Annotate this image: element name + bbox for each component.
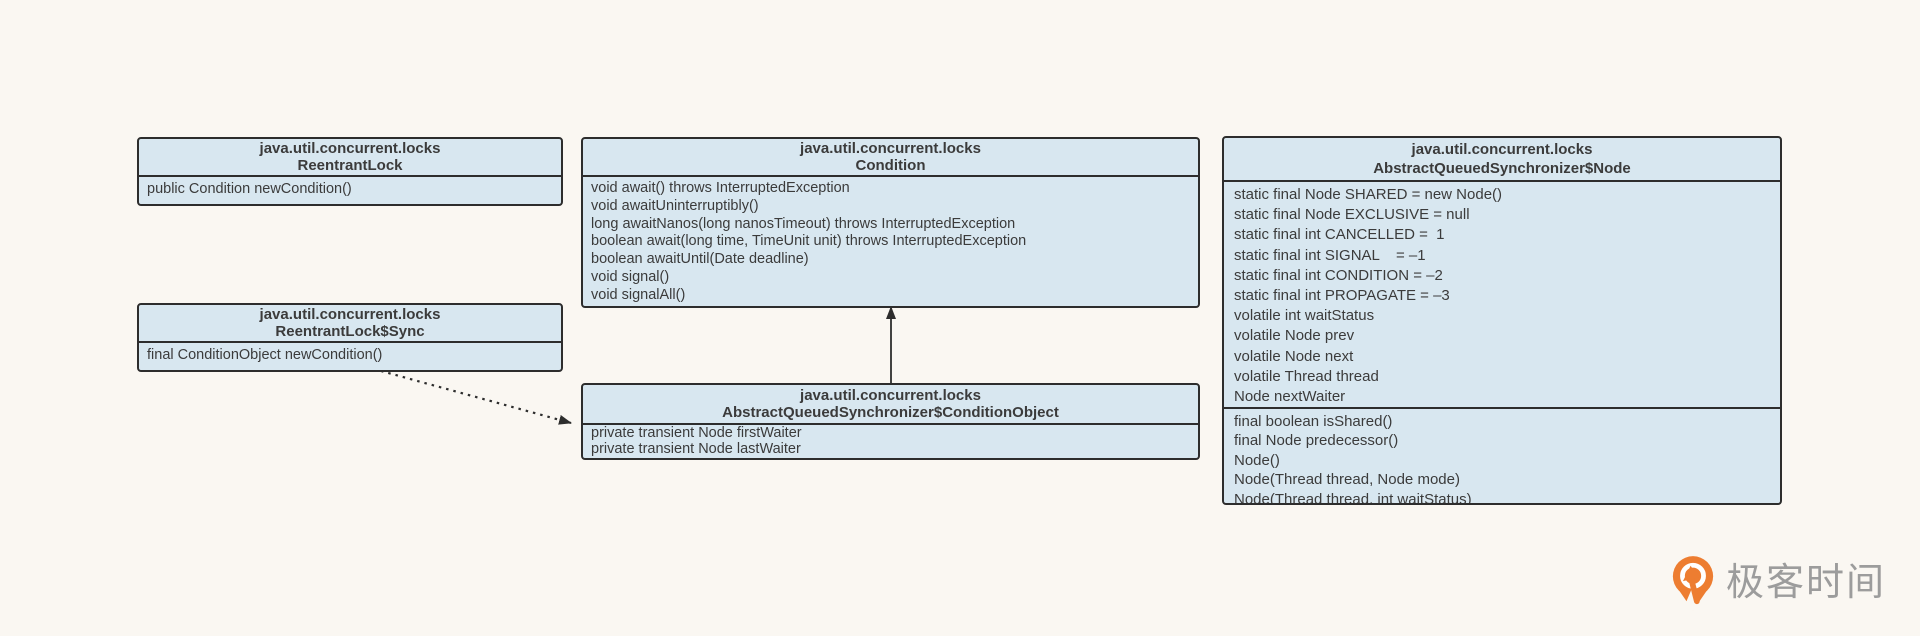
member-line: volatile int waitStatus bbox=[1234, 307, 1375, 325]
member-line: boolean awaitUntil(Date deadline) bbox=[591, 251, 809, 268]
class-members: public Condition newCondition() bbox=[139, 177, 561, 204]
class-name: AbstractQueuedSynchronizer$Node bbox=[1373, 160, 1631, 177]
member-line: static final int CANCELLED = 1 bbox=[1234, 226, 1445, 244]
class-methods: final boolean isShared() final Node prede… bbox=[1224, 407, 1780, 503]
geektime-logo: 极客时间 bbox=[1670, 554, 1886, 612]
member-line: final Node predecessor() bbox=[1234, 432, 1399, 450]
class-name: ReentrantLock$Sync bbox=[275, 323, 425, 340]
geektime-logo-text: 极客时间 bbox=[1726, 562, 1887, 604]
class-box-conditionobject: java.util.concurrent.locks AbstractQueue… bbox=[581, 383, 1200, 460]
package-name: java.util.concurrent.locks bbox=[259, 140, 441, 157]
class-header: java.util.concurrent.locks ReentrantLock bbox=[139, 139, 561, 177]
class-header: java.util.concurrent.locks AbstractQueue… bbox=[1224, 138, 1780, 182]
member-line: Node() bbox=[1234, 451, 1280, 469]
class-name: ReentrantLock bbox=[297, 157, 403, 174]
member-line: long awaitNanos(long nanosTimeout) throw… bbox=[591, 215, 1016, 232]
member-line: final ConditionObject newCondition() bbox=[147, 347, 383, 363]
member-line: Node(Thread thread, Node mode) bbox=[1234, 471, 1460, 489]
class-members: final ConditionObject newCondition() bbox=[139, 343, 561, 370]
member-line: boolean await(long time, TimeUnit unit) … bbox=[591, 233, 1027, 250]
member-line: void await() throws InterruptedException bbox=[591, 180, 850, 196]
member-line: void signal() bbox=[591, 268, 670, 285]
member-line: private transient Node firstWaiter bbox=[591, 425, 802, 441]
class-box-reentrantlock-sync: java.util.concurrent.locks ReentrantLock… bbox=[137, 303, 563, 372]
member-line: public Condition newCondition() bbox=[147, 181, 352, 197]
member-line: static final Node SHARED = new Node() bbox=[1234, 186, 1503, 203]
geektime-pin-icon bbox=[1672, 556, 1714, 611]
class-name: AbstractQueuedSynchronizer$ConditionObje… bbox=[722, 404, 1059, 421]
member-line: volatile Thread thread bbox=[1234, 367, 1379, 385]
member-line: Node nextWaiter bbox=[1234, 388, 1346, 406]
package-name: java.util.concurrent.locks bbox=[259, 306, 441, 323]
dependency-arrow-sync-to-conditionobject bbox=[380, 369, 572, 425]
member-line: static final int SIGNAL = –1 bbox=[1234, 246, 1426, 264]
member-line: volatile Node prev bbox=[1234, 327, 1355, 345]
class-box-condition: java.util.concurrent.locks Condition voi… bbox=[581, 137, 1200, 308]
package-name: java.util.concurrent.locks bbox=[800, 140, 981, 157]
package-name: java.util.concurrent.locks bbox=[800, 387, 981, 404]
class-box-node: java.util.concurrent.locks AbstractQueue… bbox=[1222, 136, 1782, 505]
package-name: java.util.concurrent.locks bbox=[1411, 141, 1593, 158]
member-line: static final int PROPAGATE = –3 bbox=[1234, 287, 1450, 305]
class-header: java.util.concurrent.locks AbstractQueue… bbox=[583, 385, 1198, 425]
class-header: java.util.concurrent.locks ReentrantLock… bbox=[139, 305, 561, 343]
member-line: void signalAll() bbox=[591, 286, 686, 303]
class-members: void await() throws InterruptedException… bbox=[583, 177, 1198, 306]
member-line: final boolean isShared() bbox=[1234, 413, 1393, 430]
member-line: static final Node EXCLUSIVE = null bbox=[1234, 206, 1470, 224]
class-name: Condition bbox=[855, 157, 926, 174]
class-box-reentrantlock: java.util.concurrent.locks ReentrantLock… bbox=[137, 137, 563, 206]
member-line: Node(Thread thread, int waitStatus) bbox=[1234, 490, 1472, 503]
class-fields: static final Node SHARED = new Node() sta… bbox=[1224, 182, 1780, 407]
member-line: void awaitUninterruptibly() bbox=[591, 197, 759, 214]
member-line: private transient Node lastWaiter bbox=[591, 440, 801, 457]
member-line: static final int CONDITION = –2 bbox=[1234, 266, 1443, 284]
member-line: volatile Node next bbox=[1234, 347, 1354, 365]
class-header: java.util.concurrent.locks Condition bbox=[583, 139, 1198, 177]
